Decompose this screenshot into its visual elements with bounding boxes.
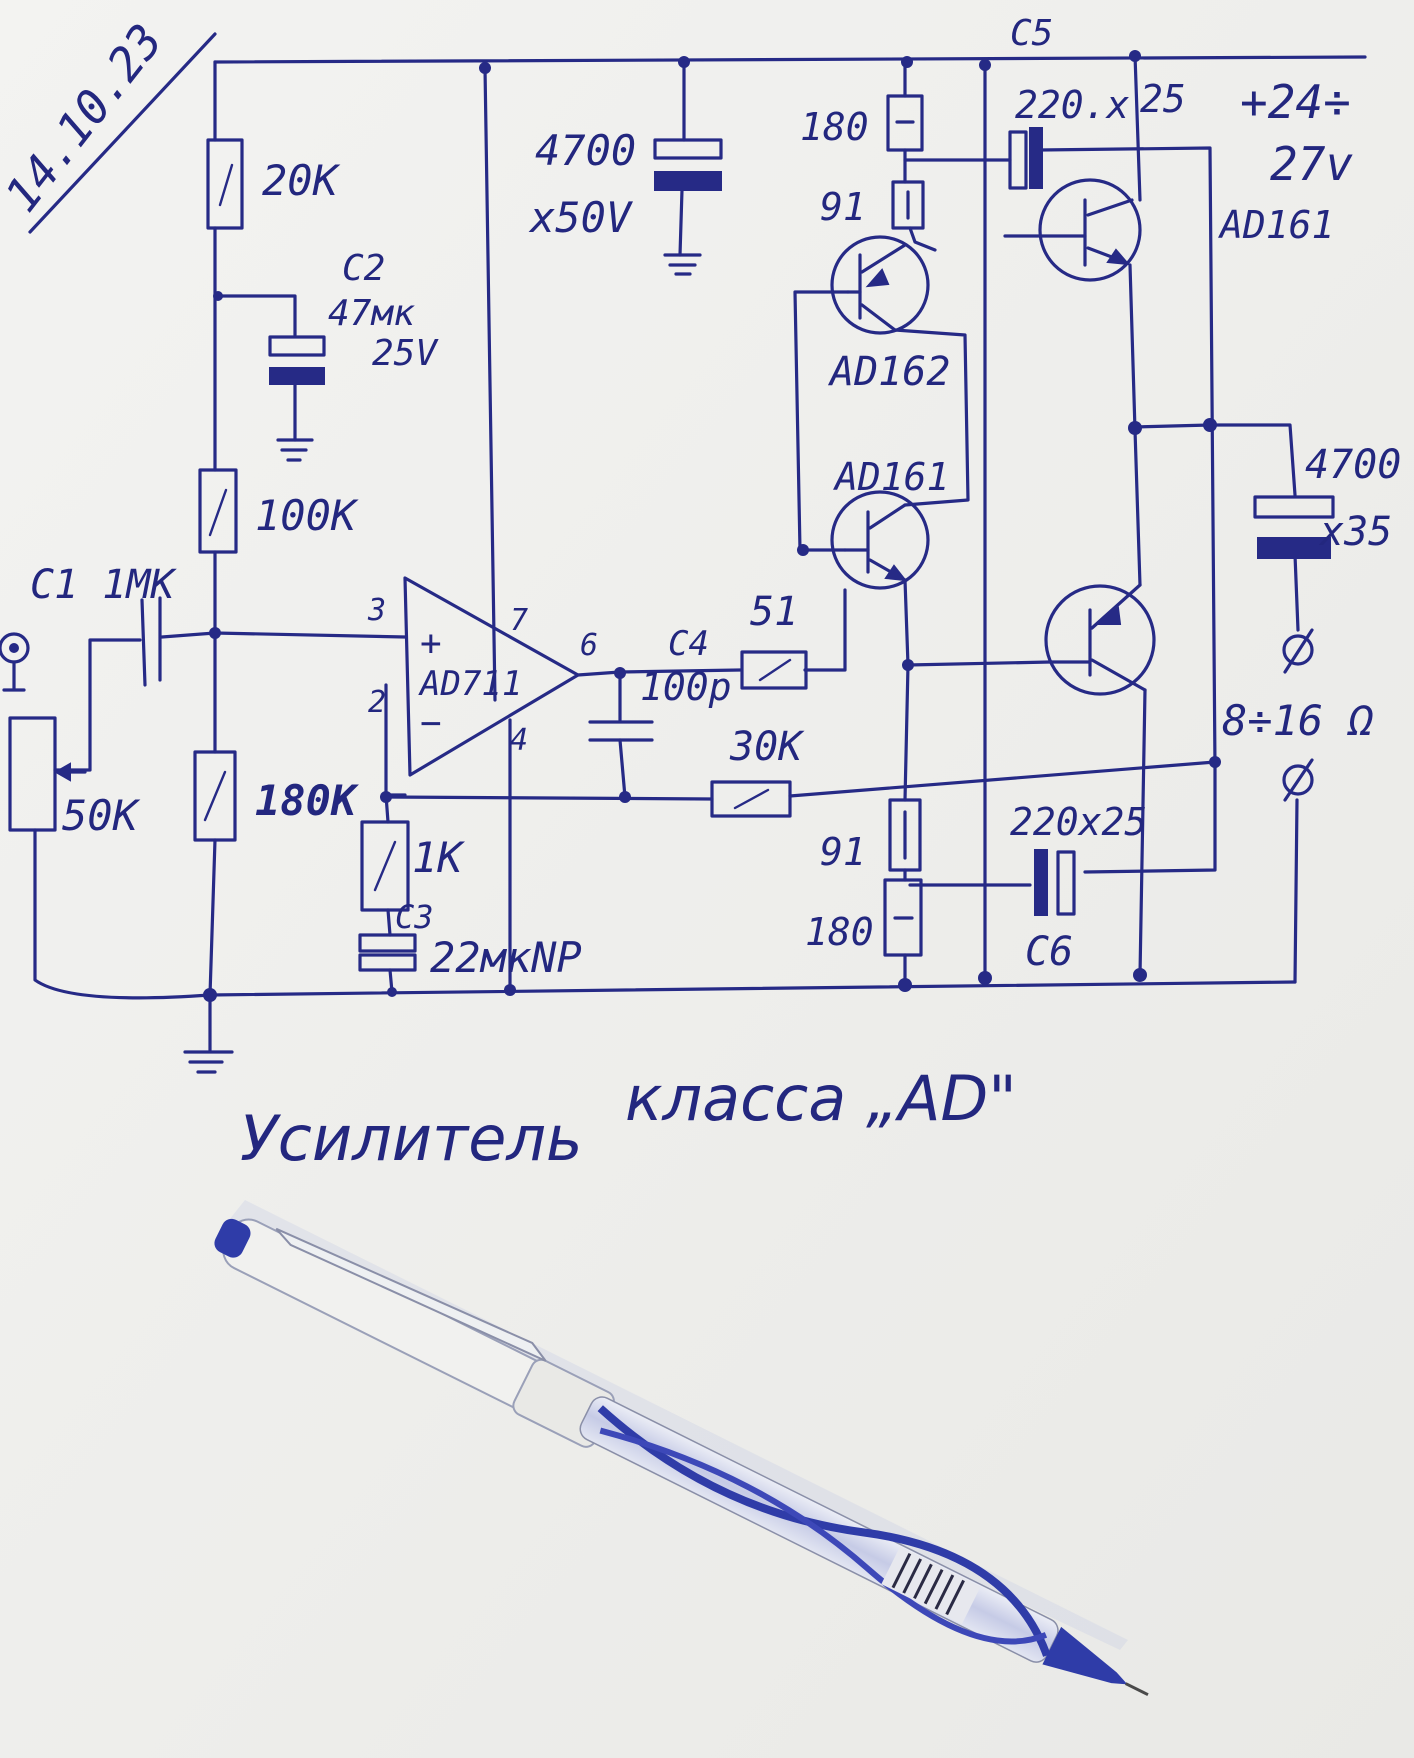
resistor-180k: 180K (193, 750, 360, 842)
capacitor-c6: 220x25 C6 (1010, 800, 1147, 975)
potentiometer-50k: 50K (8, 716, 141, 840)
resistor-180-top-label: 180 (800, 105, 869, 149)
resistor-30k: 30K (710, 724, 805, 818)
resistor-91-top-label: 91 (820, 185, 866, 229)
capacitor-c5-value: 220.x (1015, 83, 1130, 127)
opamp-pin-3: 3 (367, 593, 386, 628)
transistor-ad161-mid-label: AD161 (833, 455, 949, 499)
ground-symbol-main (183, 993, 234, 1074)
resistor-51-label: 51 (750, 589, 798, 635)
capacitor-c4-ref: C4 (668, 624, 709, 664)
resistor-100k: 100K (198, 468, 359, 554)
opamp-pin-7: 7 (510, 603, 528, 638)
wires (33, 53, 1367, 1000)
resistor-20k-label: 20K (262, 156, 341, 205)
resistor-1k: 1K (360, 820, 465, 912)
opamp-pin-4: 4 (510, 723, 528, 758)
resistor-100k-label: 100K (255, 491, 359, 540)
resistor-20k: 20K (206, 138, 341, 230)
opamp-plus: + (420, 623, 442, 664)
capacitor-c5-value2: 25 (1140, 77, 1186, 121)
capacitor-c2-ref: C2 (342, 248, 385, 289)
capacitor-bulk-value: 4700 (535, 126, 636, 175)
capacitor-bulk-4700: 4700 x50V (528, 126, 723, 276)
capacitor-c1: C1 1MK (30, 562, 177, 687)
transistor-ad161-top-label: AD161 (1218, 203, 1334, 247)
resistor-51: 51 (740, 589, 808, 690)
capacitor-c2-value: 47мк (328, 293, 415, 334)
opamp-ad711: + − AD711 3 2 7 4 6 (367, 576, 598, 777)
resistor-91-bot-label: 91 (820, 830, 866, 874)
capacitor-c3: C3 22мкNP (358, 898, 582, 982)
transistor-ad161-top: AD161 (1003, 178, 1334, 282)
supply-label: +24÷ 27v (1240, 75, 1353, 191)
input-jack (0, 632, 30, 692)
ground-symbol-c2 (276, 438, 314, 462)
supply-line-2: 27v (1270, 137, 1353, 191)
transistor-ad162-label: AD162 (827, 349, 950, 395)
capacitor-bulk-voltage: x50V (528, 193, 634, 242)
capacitor-c4: C4 100p (588, 624, 732, 742)
capacitor-c3-value: 22мкNP (430, 933, 582, 982)
transistor-ad162: AD162 (827, 235, 950, 395)
capacitor-c2: C2 47мк 25V (268, 248, 439, 385)
caption-word-1: Усилитель (240, 1102, 583, 1175)
junction-dots (203, 50, 1221, 1002)
opamp-label: AD711 (418, 664, 522, 704)
resistor-180-bot-label: 180 (805, 910, 874, 954)
speaker-terminals: 8÷16 Ω (1222, 628, 1374, 802)
resistor-180-top: 180 (800, 94, 924, 152)
capacitor-c2-voltage: 25V (372, 333, 439, 374)
date-slash (28, 32, 217, 234)
capacitor-c1-label: C1 1MK (30, 562, 177, 608)
capacitor-output-voltage: x35 (1318, 509, 1392, 555)
potentiometer-50k-label: 50K (62, 791, 141, 840)
transistor-output-lower (1044, 583, 1156, 696)
capacitor-c5: C5 220.x 25 (1008, 13, 1186, 190)
capacitor-c3-ref: C3 (395, 898, 434, 936)
capacitor-c4-value: 100p (640, 665, 732, 709)
capacitor-c6-value: 220x25 (1010, 800, 1147, 844)
resistor-1k-label: 1K (412, 833, 465, 882)
capacitor-c5-ref: C5 (1010, 13, 1053, 54)
opamp-pin-6: 6 (580, 628, 598, 663)
opamp-pin-2: 2 (368, 685, 386, 720)
resistor-180-bot: 180 (805, 878, 923, 957)
resistor-91-bot: 91 (820, 798, 922, 874)
capacitor-output-4700: 4700 x35 (1253, 442, 1401, 559)
ballpoint-pen (214, 1200, 1149, 1697)
opamp-minus: − (420, 703, 442, 744)
capacitor-output-value: 4700 (1305, 442, 1401, 488)
resistor-180k-label: 180K (255, 776, 360, 825)
capacitor-c6-ref: C6 (1025, 929, 1073, 975)
speaker-load-label: 8÷16 Ω (1222, 696, 1374, 745)
supply-line-1: +24÷ (1240, 75, 1351, 129)
resistor-30k-label: 30K (729, 724, 805, 770)
transistor-ad161-mid: AD161 (830, 455, 949, 590)
caption-word-2: класса „AD" (625, 1062, 1017, 1135)
resistor-91-top: 91 (820, 180, 925, 230)
